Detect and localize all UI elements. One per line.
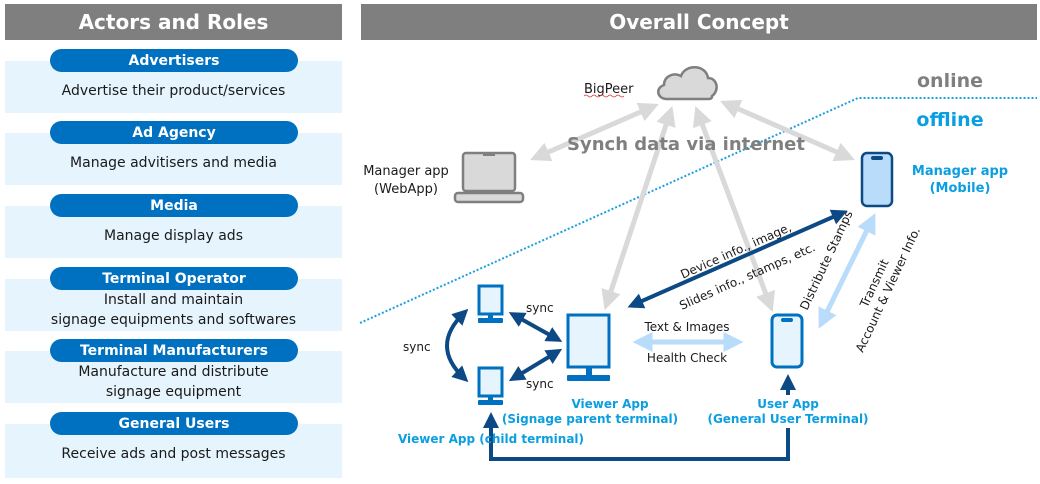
- sync-label-left: sync: [403, 340, 431, 354]
- cloud-icon: [657, 66, 718, 101]
- role-desc-line2: signage equipment: [105, 384, 242, 400]
- sync-arrow-child-child: [445, 308, 469, 383]
- mobile-manager-phone-icon: [860, 151, 894, 208]
- sync-label-bottom: sync: [526, 377, 554, 391]
- web-manager-label-line1: Manager app: [363, 164, 449, 179]
- child-monitor-top-icon: [477, 284, 504, 323]
- role-advertisers: Advertisers Advertise their product/serv…: [5, 49, 342, 115]
- role-desc-line1: Manufacture and distribute: [78, 364, 269, 380]
- health-check-label: Health Check: [647, 351, 727, 365]
- role-media: Media Manage display ads: [5, 194, 342, 260]
- role-pill: Terminal Manufacturers: [50, 339, 298, 362]
- role-general-users: General Users Receive ads and post messa…: [5, 412, 342, 478]
- role-pill: Ad Agency: [50, 121, 298, 144]
- role-desc-line2: signage equipments and softwares: [50, 312, 297, 328]
- offline-label: offline: [916, 109, 983, 131]
- role-desc-line1: Install and maintain: [103, 292, 244, 308]
- transmit-label: Transmit Account & Viewer Info.: [853, 225, 923, 355]
- role-ad-agency: Ad Agency Manage advitisers and media: [5, 121, 342, 187]
- bigpeer-label: BigPeer: [584, 82, 634, 97]
- sync-arrow-viewer: [601, 105, 676, 311]
- user-app-label-line2: (General User Terminal): [707, 412, 868, 426]
- viewer-child-label: Viewer App (child terminal): [398, 432, 584, 446]
- role-desc: Receive ads and post messages: [61, 446, 286, 462]
- device-info-line1: Device info., image,: [678, 220, 793, 282]
- mobile-manager-label-line1: Manager app: [912, 164, 1008, 179]
- actors-header-text: Actors and Roles: [78, 10, 269, 34]
- spellcheck-underline: [583, 94, 625, 98]
- actors-header: Actors and Roles: [5, 4, 342, 40]
- sync-arrow-mobile: [720, 99, 855, 162]
- web-manager-label-line2: (WebApp): [374, 182, 438, 197]
- role-pill: Terminal Operator: [50, 267, 298, 290]
- viewer-parent-label-line2: (Signage parent terminal): [502, 412, 678, 426]
- online-label: online: [917, 70, 983, 92]
- concept-header-text: Overall Concept: [609, 10, 789, 34]
- data-arrow-viewer-mobile: [627, 209, 848, 309]
- child-monitor-bottom-icon: [477, 366, 504, 405]
- viewer-parent-monitor-icon: [566, 313, 611, 381]
- role-desc: Manage display ads: [104, 228, 243, 244]
- concept-header: Overall Concept: [361, 4, 1037, 40]
- user-app-phone-icon: [770, 313, 804, 369]
- role-pill: Advertisers: [50, 49, 298, 72]
- user-to-child-connector: [483, 412, 790, 461]
- role-terminal-operator: Terminal Operator Install and maintain s…: [5, 267, 342, 333]
- sync-arrow-top-parent: [508, 312, 563, 342]
- viewer-parent-label-line1: Viewer App: [571, 397, 649, 411]
- user-app-label-line1: User App: [757, 397, 819, 411]
- sync-arrow-bottom-parent: [508, 348, 563, 382]
- role-desc: Advertise their product/services: [61, 83, 286, 99]
- role-terminal-manufacturers: Terminal Manufacturers Manufacture and d…: [5, 339, 342, 405]
- sync-via-internet-label: Synch data via internet: [567, 134, 805, 155]
- sync-label-top: sync: [526, 301, 554, 315]
- distribute-stamps-label: Distribute Stamps: [797, 208, 855, 312]
- distribute-stamps-text: Distribute Stamps: [797, 208, 855, 312]
- mobile-manager-label-line2: (Mobile): [930, 181, 991, 196]
- text-images-label: Text & Images: [643, 320, 729, 334]
- role-pill: General Users: [50, 412, 298, 435]
- role-desc: Manage advitisers and media: [70, 155, 277, 171]
- laptop-icon: [453, 151, 525, 204]
- role-pill: Media: [50, 194, 298, 217]
- transfer-arrow-mobile-user: [818, 213, 876, 329]
- online-offline-boundary: [359, 97, 1037, 324]
